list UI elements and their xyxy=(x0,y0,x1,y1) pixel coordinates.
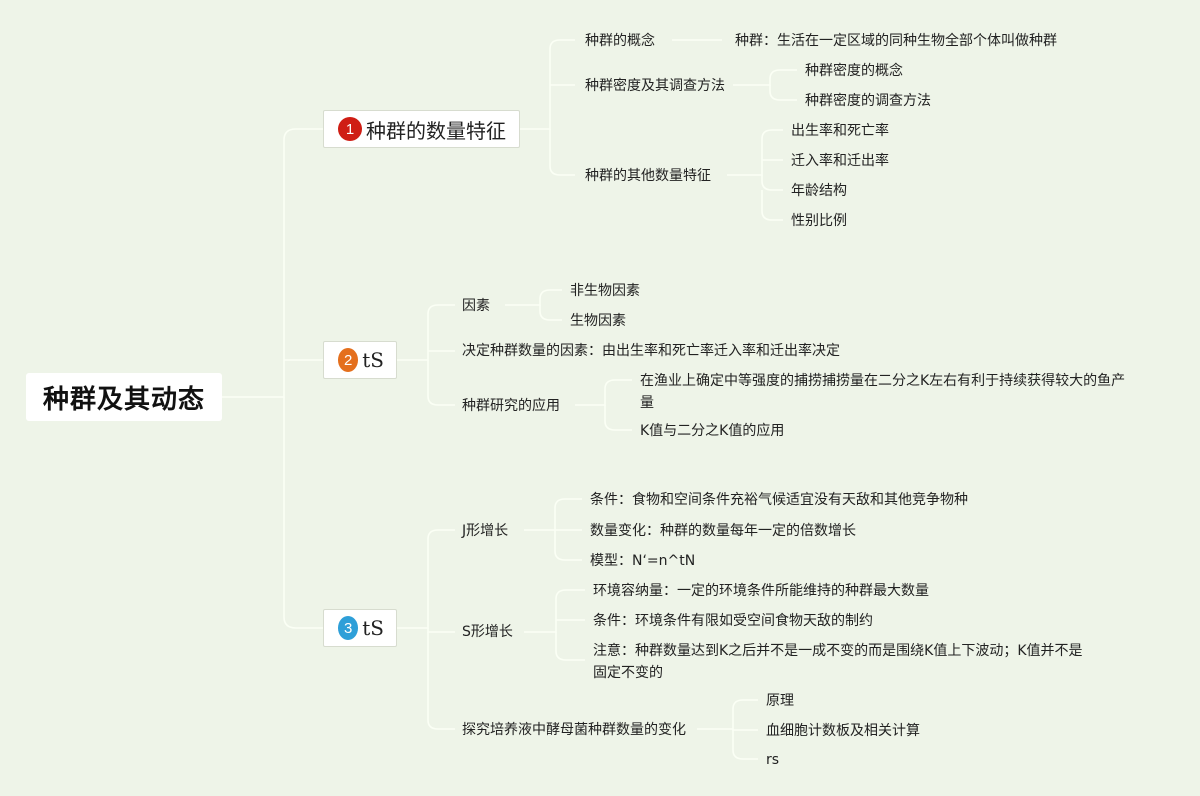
branch-node-2[interactable]: 2 tS xyxy=(323,341,397,379)
topic-population-concept[interactable]: 种群的概念 xyxy=(585,33,655,49)
topic-migration-rate[interactable]: 迁入率和迁出率 xyxy=(791,153,889,169)
number-badge-1: 1 xyxy=(338,117,362,141)
topic-s-conditions[interactable]: 条件：环境条件有限如受空间食物天敌的制约 xyxy=(593,613,873,629)
topic-abiotic-factors[interactable]: 非生物因素 xyxy=(570,283,640,299)
branch-label-3: tS xyxy=(362,616,384,640)
topic-s-note[interactable]: 注意：种群数量达到K之后并不是一成不变的而是围绕K值上下波动；K值并不是固定不变… xyxy=(593,643,1083,681)
topic-birth-death-rate[interactable]: 出生率和死亡率 xyxy=(791,123,889,139)
topic-carrying-capacity[interactable]: 环境容纳量：一定的环境条件所能维持的种群最大数量 xyxy=(593,583,929,599)
topic-rs[interactable]: rs xyxy=(766,752,780,768)
topic-density-survey[interactable]: 种群密度的调查方法 xyxy=(805,93,931,109)
topic-sex-ratio[interactable]: 性别比例 xyxy=(791,213,847,229)
topic-j-quantity-change[interactable]: 数量变化：种群的数量每年一定的倍数增长 xyxy=(590,523,856,539)
topic-s-growth[interactable]: S形增长 xyxy=(462,624,513,640)
topic-principle[interactable]: 原理 xyxy=(766,693,794,709)
number-badge-2: 2 xyxy=(338,348,359,372)
topic-factors[interactable]: 因素 xyxy=(462,298,490,314)
topic-age-structure[interactable]: 年龄结构 xyxy=(791,183,847,199)
topic-k-value-application[interactable]: K值与二分之K值的应用 xyxy=(640,423,785,439)
number-badge-3: 3 xyxy=(338,616,359,640)
topic-j-growth[interactable]: J形增长 xyxy=(462,523,509,539)
topic-biotic-factors[interactable]: 生物因素 xyxy=(570,313,626,329)
topic-yeast-experiment[interactable]: 探究培养液中酵母菌种群数量的变化 xyxy=(462,722,686,738)
topic-determining-factors[interactable]: 决定种群数量的因素：由出生率和死亡率迁入率和迁出率决定 xyxy=(462,343,840,359)
branch-label-2: tS xyxy=(362,348,384,372)
topic-density-concept[interactable]: 种群密度的概念 xyxy=(805,63,903,79)
root-node[interactable]: 种群及其动态 xyxy=(26,373,222,421)
topic-density-methods[interactable]: 种群密度及其调查方法 xyxy=(585,78,725,94)
branch-node-1[interactable]: 1 种群的数量特征 xyxy=(323,110,520,148)
branch-node-3[interactable]: 3 tS xyxy=(323,609,397,647)
branch-label-1: 种群的数量特征 xyxy=(366,118,506,143)
topic-hemocytometer[interactable]: 血细胞计数板及相关计算 xyxy=(766,723,920,739)
topic-research-applications[interactable]: 种群研究的应用 xyxy=(462,398,560,414)
topic-j-conditions[interactable]: 条件：食物和空间条件充裕气候适宜没有天敌和其他竞争物种 xyxy=(590,492,968,508)
topic-j-model[interactable]: 模型：N‘=n^tN xyxy=(590,553,696,569)
topic-fishery-application[interactable]: 在渔业上确定中等强度的捕捞捕捞量在二分之K左右有利于持续获得较大的鱼产量 xyxy=(640,373,1126,411)
topic-other-features[interactable]: 种群的其他数量特征 xyxy=(585,168,711,184)
topic-population-definition[interactable]: 种群：生活在一定区域的同种生物全部个体叫做种群 xyxy=(735,33,1057,49)
